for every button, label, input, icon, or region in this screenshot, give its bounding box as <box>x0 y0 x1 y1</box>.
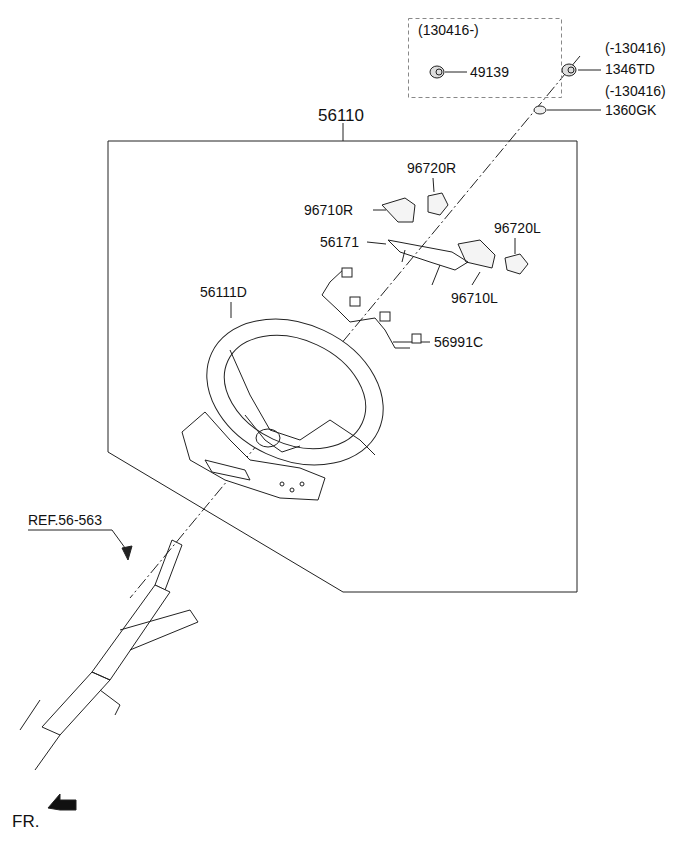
callout-number: 56171 <box>320 234 359 250</box>
direction-label: FR. <box>12 812 39 832</box>
variant-box: (130416-) 49139 <box>408 18 562 98</box>
reference-label: REF.56-563 <box>28 512 102 528</box>
callout-number: 96720L <box>494 220 541 236</box>
center-axis <box>130 56 580 598</box>
callout-number: 96710R <box>304 202 353 218</box>
callout-number: 56991C <box>434 334 483 350</box>
bracket <box>388 240 468 285</box>
callout-number: 96710L <box>451 290 498 306</box>
switch <box>505 254 528 274</box>
callout-number: 1346TD <box>605 61 655 77</box>
date-note: (-130416) <box>605 40 666 56</box>
callout-number: 49139 <box>470 64 509 80</box>
washer <box>534 106 546 114</box>
callout-number: 96720R <box>407 160 456 176</box>
steering-column <box>20 540 198 770</box>
switch <box>382 198 415 222</box>
callout-number: 56111D <box>200 284 247 300</box>
cover <box>182 412 325 500</box>
node-heading: 56110 <box>318 106 364 126</box>
date-note: (-130416) <box>605 83 666 99</box>
callout-number: 1360GK <box>605 102 656 118</box>
front-arrow <box>48 794 76 810</box>
node-heading: (130416-) <box>418 22 479 38</box>
nut <box>430 66 444 78</box>
switch <box>428 193 448 215</box>
switch <box>458 240 495 268</box>
nut <box>562 64 576 76</box>
